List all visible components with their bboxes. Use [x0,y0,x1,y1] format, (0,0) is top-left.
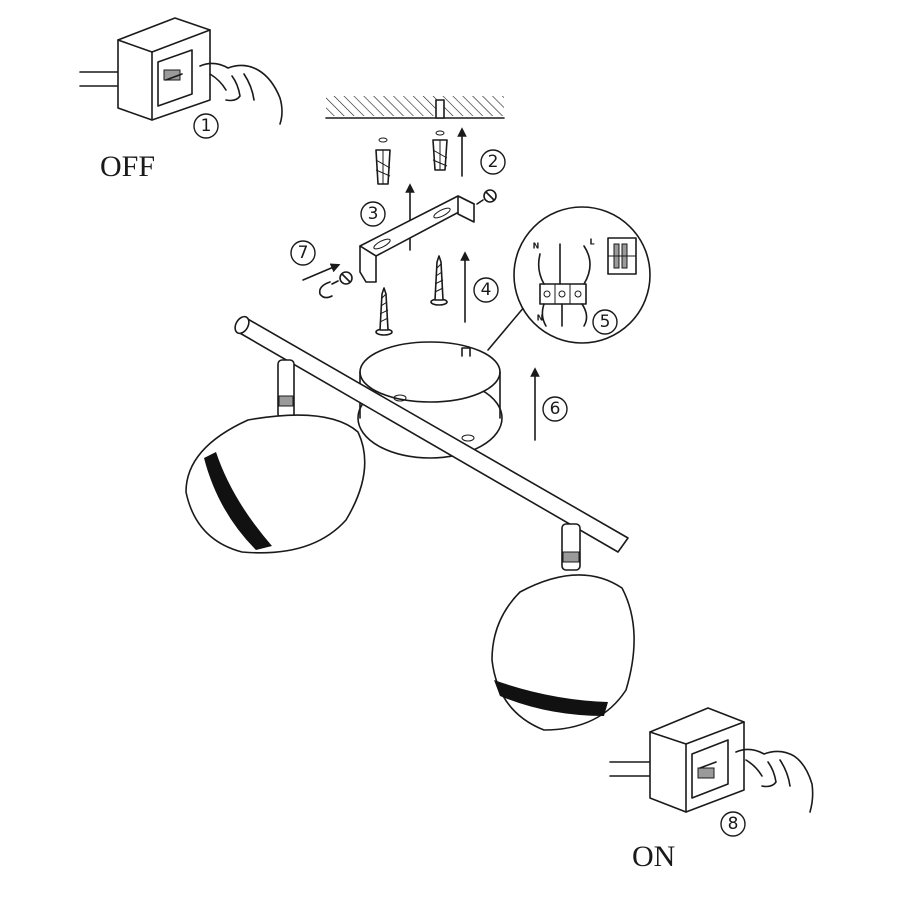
step-5-number: 5 [600,312,611,332]
step-4-marker: 4 [473,277,499,303]
live-wire-icon [583,245,591,285]
locking-screw-icon [318,271,353,299]
wall-plug-icon [375,137,391,185]
step-3-number: 3 [368,204,379,224]
step-2-number: 2 [488,152,499,172]
wall-switch-on-icon [649,707,745,813]
step-6-marker: 6 [542,396,568,422]
spotlight-right [491,523,635,731]
wood-screw-icon [430,255,448,306]
wall-plug-in-ceiling-icon [432,130,448,171]
lamp-band-left [204,452,272,550]
hand-on-icon [735,748,814,813]
wire-label-live: L [589,238,594,247]
spotlight-bar [234,315,629,553]
neutral-wire-icon [537,253,545,285]
on-label: ON [632,840,675,873]
wiring-detail-bubble: N L N L 5 [487,206,651,351]
step-7-number: 7 [298,243,309,263]
wood-screw-icon [375,287,393,336]
ceiling-canopy [357,341,503,459]
spotlight-left [185,359,366,554]
step-8-number: 8 [728,814,739,834]
lamp-fixture [185,315,635,731]
step-5-marker: 5 [592,309,618,335]
ceiling-drill-hole [435,99,445,119]
step-3-marker: 3 [360,201,386,227]
hand-off-icon [199,62,283,125]
wall-cable-icon [609,761,651,777]
step-1-marker: 1 [193,113,219,139]
ceiling [325,96,505,177]
lamp-band-right [494,680,608,716]
mounting-bracket-icon [359,195,475,283]
wire-label-neutral: N [533,242,540,251]
step-2-marker: 2 [480,149,506,175]
off-label: OFF [100,150,155,183]
switch-off-group: 1 OFF [79,17,283,183]
step-4-number: 4 [481,280,492,300]
step-6-number: 6 [550,399,561,419]
wire-label-neutral-lower: N [537,314,544,323]
wall-switch-off-icon [117,17,211,121]
switch-on-group: 8 ON [609,707,814,873]
step-1-number: 1 [201,116,212,136]
step-8-marker: 8 [720,811,746,837]
wall-cable-icon [79,71,119,87]
step-7-marker: 7 [290,240,316,266]
step-7-arrow [302,263,341,281]
connector-detail-icon [607,237,637,275]
small-screw-icon [476,189,497,205]
terminal-block-icon [539,283,587,305]
